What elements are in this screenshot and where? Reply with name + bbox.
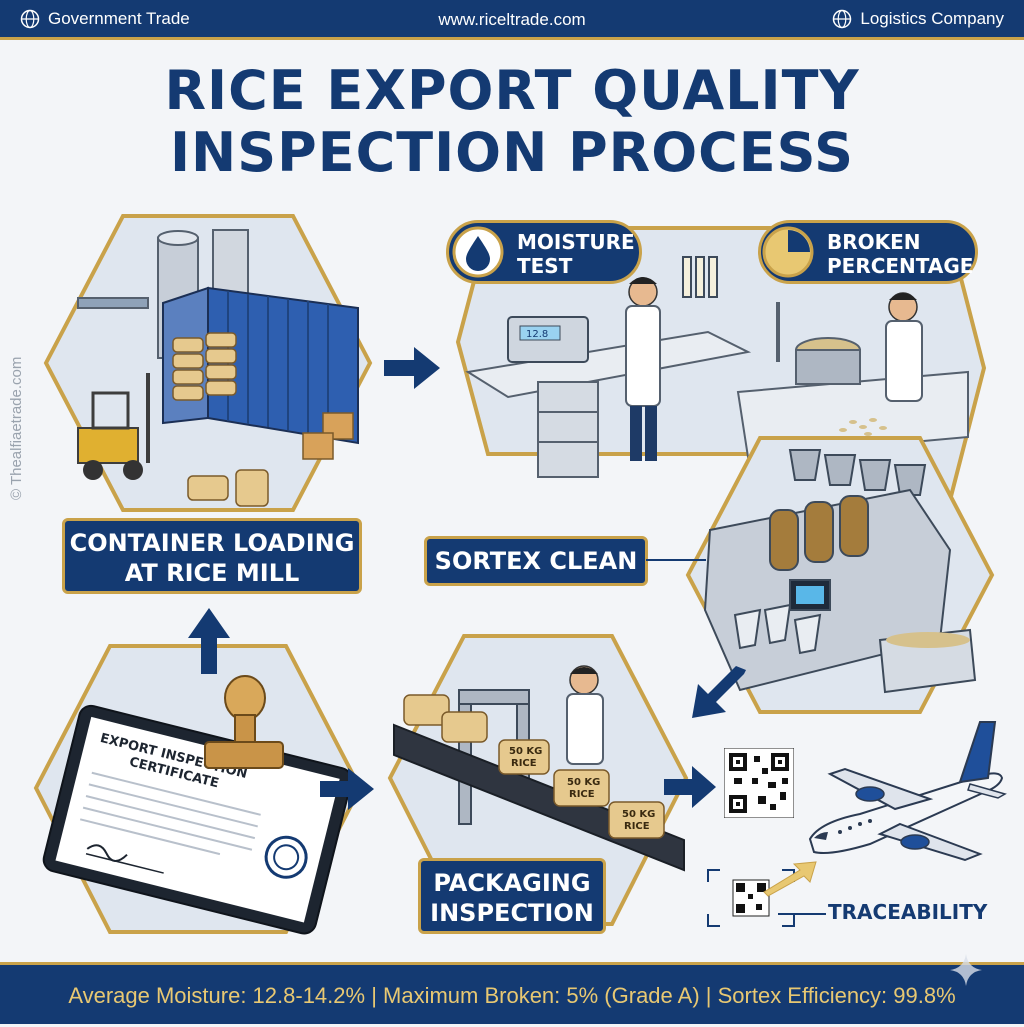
header-left: Government Trade — [20, 9, 190, 29]
moisture-test-label: MOISTURE TEST — [446, 220, 642, 284]
arrow-up-icon — [188, 608, 230, 674]
traceability-label: TRACEABILITY — [828, 900, 988, 924]
connector-line — [778, 913, 826, 915]
broken-percentage-line2: PERCENTAGE — [827, 254, 974, 278]
moisture-meter-reading: 12.8 — [526, 329, 548, 340]
footer-stats-bar: Average Moisture: 12.8-14.2% | Maximum B… — [0, 962, 1024, 1024]
footer-stats-text: Average Moisture: 12.8-14.2% | Maximum B… — [68, 983, 956, 1008]
moisture-test-line1: MOISTURE — [517, 230, 635, 254]
container-loading-line2: AT RICE MILL — [124, 559, 300, 587]
small-qr-code-icon — [707, 869, 795, 927]
packaging-line-illustration: 50 KG RICE 50 KG RICE 50 KG RICE — [387, 634, 689, 926]
broken-percentage-line1: BROKEN — [827, 230, 921, 254]
moisture-test-line2: TEST — [517, 254, 573, 278]
watermark: © Thealfiaetrade.com — [2, 290, 32, 510]
page-title-line2: INSPECTION PROCESS — [169, 121, 855, 184]
packaging-inspection-label: PACKAGING INSPECTION — [418, 858, 606, 934]
stamp-icon — [204, 675, 284, 769]
bag-text-weight: 50 KG — [567, 777, 600, 788]
arrow-right-icon — [384, 347, 440, 389]
header-bar: Government Trade www.riceltrade.com Logi… — [0, 0, 1024, 40]
watermark-text: © Thealfiaetrade.com — [8, 356, 25, 500]
page-title-line1: RICE EXPORT QUALITY — [164, 59, 860, 122]
arrow-right-icon — [320, 768, 374, 810]
arrow-down-left-icon — [692, 666, 746, 718]
bag-text-weight: 50 KG — [622, 809, 655, 820]
container-loading-label: CONTAINER LOADING AT RICE MILL — [62, 518, 362, 594]
pie-chart-icon — [762, 226, 814, 278]
water-drop-icon — [452, 226, 504, 278]
container-loading-line1: CONTAINER LOADING — [69, 529, 355, 557]
bag-text-weight: 50 KG — [509, 746, 542, 757]
globe-icon — [20, 9, 40, 29]
sortex-clean-label: SORTEX CLEAN — [424, 536, 648, 586]
header-right: Logistics Company — [832, 9, 1004, 29]
header-left-label: Government Trade — [48, 9, 190, 28]
bag-text-content: RICE — [569, 789, 595, 800]
airplane-icon — [808, 721, 1007, 862]
certificate-illustration: EXPORT INSPECTION CERTIFICATE — [33, 644, 363, 935]
qr-code-icon — [724, 748, 794, 818]
sortex-machine-illustration — [685, 436, 995, 714]
container-loading-illustration — [43, 214, 373, 512]
header-url[interactable]: www.riceltrade.com — [438, 10, 586, 29]
arrow-right-icon — [664, 766, 716, 808]
bag-text-content: RICE — [511, 758, 537, 769]
connector-line — [646, 559, 706, 561]
packaging-inspection-line2: INSPECTION — [430, 899, 594, 927]
header-right-label: Logistics Company — [860, 9, 1004, 28]
sortex-clean-text: SORTEX CLEAN — [434, 547, 638, 575]
forklift-icon — [77, 373, 150, 480]
bag-text-content: RICE — [624, 821, 650, 832]
packaging-inspection-line1: PACKAGING — [433, 869, 591, 897]
traceability-arrow-icon — [763, 861, 817, 897]
globe-icon — [833, 9, 852, 29]
sparkle-icon — [950, 954, 982, 986]
page-title: RICE EXPORT QUALITY INSPECTION PROCESS — [0, 60, 1024, 184]
broken-share-slice — [788, 230, 810, 252]
